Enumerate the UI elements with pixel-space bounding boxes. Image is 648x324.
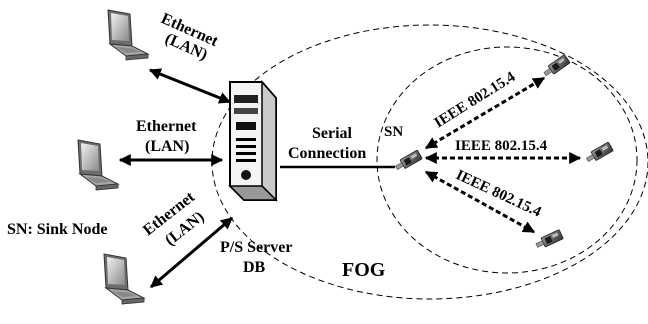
sink-node-label: SN [384,124,403,140]
server-icon [228,80,278,202]
sink-node-icon [393,149,423,173]
sensor-cluster-ellipse [376,46,638,274]
fog-boundary-ellipse [211,24,648,300]
sensor-node-icon [534,229,564,251]
laptop-icon [103,253,145,305]
ethernet-arrow-top [148,68,232,104]
serial-label: Serial [312,125,353,142]
laptop-icon [77,139,119,191]
ieee-label-middle: IEEE 802.15.4 [455,138,548,154]
ethernet-label-middle-lan: (LAN) [145,138,189,155]
ieee-arrow-top [424,76,546,150]
ieee-arrow-bottom [424,170,536,234]
connection-label: Connection [288,145,366,162]
sensor-node-icon [541,54,571,79]
sensor-node-icon [584,141,614,165]
fog-label: FOG [342,259,386,281]
db-label: DB [243,259,266,276]
ethernet-label-middle: Ethernet [136,118,197,135]
laptop-icon [107,9,149,61]
legend-sink-node: SN: Sink Node [7,221,107,238]
server-label: P/S Server [220,239,292,256]
ethernet-arrow-bottom [150,216,233,289]
